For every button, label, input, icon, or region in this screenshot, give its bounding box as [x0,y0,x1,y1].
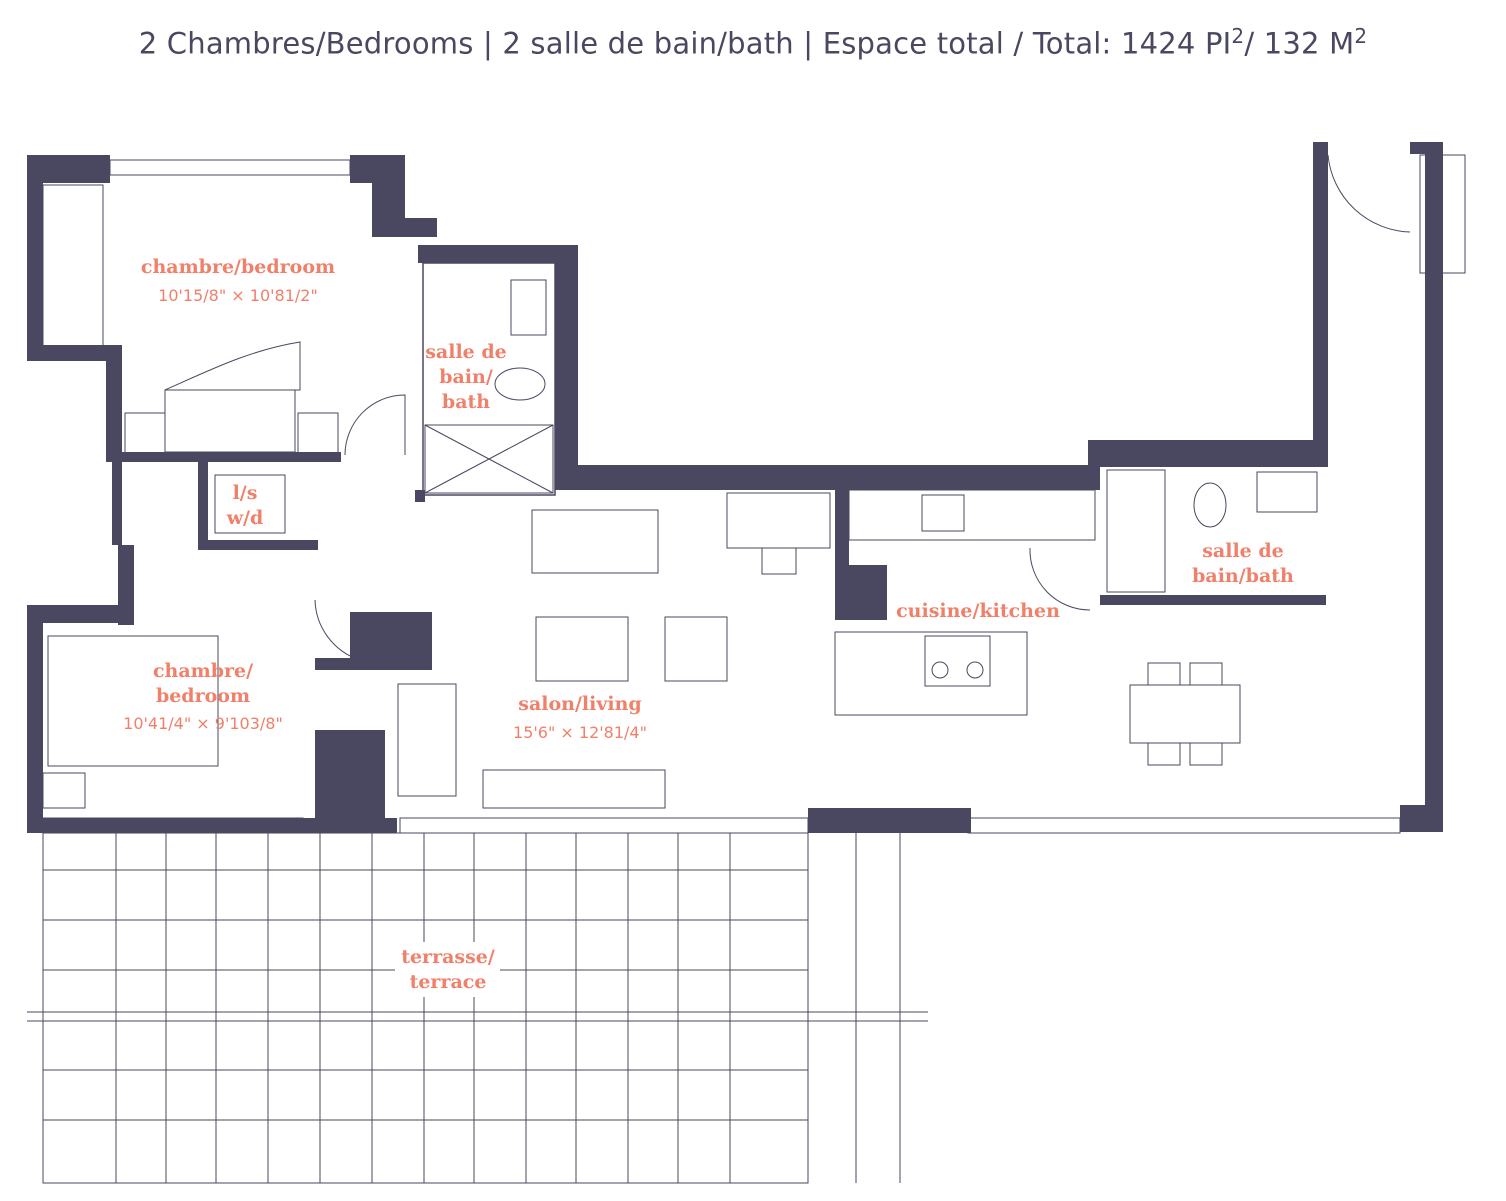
bath1-label-3: bath [442,391,490,413]
bedroom1-label: chambre/bedroom [141,256,335,278]
terrace-label-2: terrace [410,971,487,993]
bedroom2-dim: 10'41/4" × 9'103/8" [123,714,283,733]
terrace-label-1: terrasse/ [401,946,495,968]
bath1-label-2: bain/ [439,366,493,388]
plan-title: 2 Chambres/Bedrooms | 2 salle de bain/ba… [0,24,1506,61]
bath2-label-2: bain/bath [1192,565,1294,587]
kitchen-label: cuisine/kitchen [896,600,1060,622]
room-labels: chambre/bedroom 10'15/8" × 10'81/2" sall… [123,256,1294,997]
title-sup: 2 [1231,24,1245,48]
laundry-label-2: w/d [226,507,264,529]
interior-lines [42,154,1411,809]
walls [27,142,1443,833]
title-bedrooms: 2 Chambres/Bedrooms [138,26,474,61]
title-baths: 2 salle de bain/bath [502,26,794,61]
terrace-grid [27,832,928,1184]
title-area-m: / 132 M [1244,26,1355,61]
bedroom2-label-1: chambre/ [153,660,253,682]
bedroom2-label-2: bedroom [156,685,250,707]
living-dim: 15'6" × 12'81/4" [513,723,647,742]
title-area: Espace total / Total: 1424 PI [822,26,1232,61]
living-label: salon/living [518,693,641,715]
bath2-label-1: salle de [1202,540,1284,562]
laundry-label-1: l/s [233,482,258,504]
title-sep: | [473,26,503,61]
title-sup: 2 [1354,24,1368,48]
bath1-label-1: salle de [425,341,507,363]
bedroom1-dim: 10'15/8" × 10'81/2" [158,286,318,305]
title-sep: | [793,26,823,61]
